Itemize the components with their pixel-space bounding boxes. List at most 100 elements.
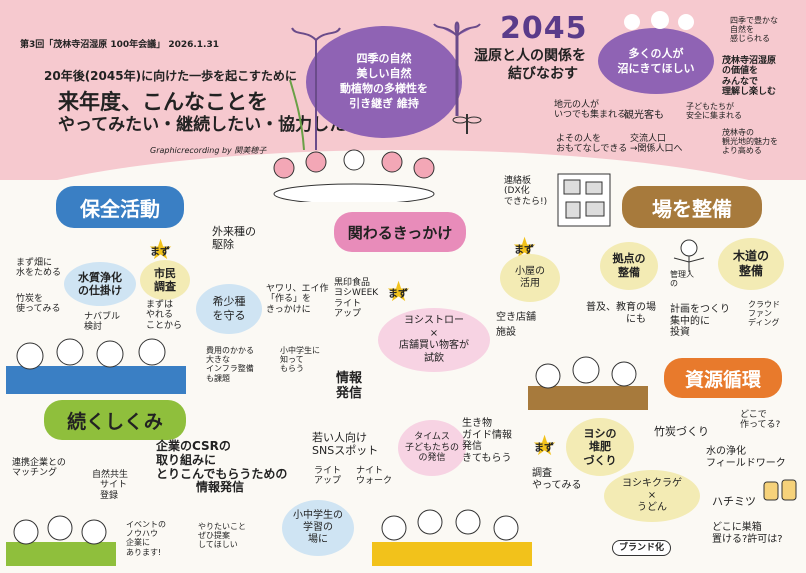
line: の仕掛け (78, 284, 122, 297)
line: ライト (314, 466, 342, 476)
line: 取り組みに (156, 452, 217, 467)
info-item-4: ナイト ウォーク (356, 466, 392, 487)
line: 自然共生 (92, 470, 129, 480)
main-title-2: やってみたい・継続したい・協力したい (58, 115, 364, 135)
line: ヨシストロー (404, 315, 464, 326)
bulletin-board-icon (557, 173, 611, 227)
vision-bubble-2: 多くの人が 沼にきてほしい (598, 28, 714, 94)
note-8: 交流人口 →関係人口へ (630, 134, 683, 155)
lead-text: 20年後(2045年)に向けた一歩を起こすために (44, 69, 297, 83)
star-icon: ★ (386, 275, 412, 308)
cons-item-2: 竹炭を 使ってみる (16, 294, 61, 315)
sys-item-3: 企業のCSRの 取り組みに とりこんでもらうための 情報発信 (156, 439, 288, 495)
res-item-9: ブランド化 (612, 540, 672, 557)
mazu-label: まず (388, 289, 408, 300)
line: アップ (334, 309, 362, 320)
line: 登録 (100, 490, 119, 501)
line: もらう (280, 364, 304, 374)
line: 整備 (738, 264, 763, 278)
line: 置ける?許可は? (712, 533, 783, 545)
line: してほしい (198, 540, 238, 550)
line: タイムス (414, 431, 450, 442)
line: ヨシWEEK (334, 288, 379, 299)
note-line: 交流人口 (630, 134, 667, 144)
note-5: 地元の人が いつでも集まれる (554, 100, 626, 121)
line: ナバブル (84, 312, 121, 322)
note-line: 理解し楽しむ (722, 87, 777, 98)
line: 作ってる? (740, 420, 781, 431)
note-line: 感じられる (730, 34, 770, 44)
line: 計画をつくり (670, 304, 730, 315)
sys-item-5: やりたいこと ぜひ提案 してほしい (198, 522, 246, 550)
line: きっかけに (266, 304, 311, 315)
line: 水質浄化 (78, 270, 122, 284)
line: 大きな (206, 355, 230, 365)
main-title-1: 来年度、こんなことを (58, 90, 268, 114)
line: まずは (146, 300, 174, 310)
slogan-line-1: 湿原と人の関係を (474, 48, 586, 64)
place-item-9: クラウド ファン ディング (748, 300, 780, 328)
line: 水をためる (16, 268, 62, 279)
line: クラウド (748, 300, 780, 309)
mazu-label: まず (150, 247, 170, 258)
line: 発信 (336, 385, 363, 401)
vision-line: 四季の自然 (356, 52, 412, 66)
line: 堆肥 (589, 440, 611, 454)
line: 使ってみる (16, 304, 61, 315)
line: 普及、教育の場 (586, 302, 656, 313)
line: イベントの (126, 520, 166, 529)
line: 店舗買い物客が (399, 340, 469, 351)
cons-item-7: 外来種の 駆除 (212, 225, 256, 251)
line: どこで (740, 410, 767, 420)
line: ナイト (356, 466, 384, 476)
line: 木道の (732, 249, 769, 263)
res-item-1: ヨシの 堆肥 づくり (566, 418, 634, 476)
note-1: 四季で豊かな 自然を 感じられる (730, 16, 778, 44)
line: ことから (146, 320, 183, 331)
opportunity-banner: 関わるきっかけ (334, 212, 466, 252)
line: 調査 (154, 280, 176, 293)
star-icon: ★ (148, 233, 174, 266)
note-7: よその人を おもてなしできる (556, 134, 627, 155)
note-line: より高める (722, 146, 762, 156)
line: 整備 (618, 266, 640, 279)
conservation-banner: 保全活動 (56, 186, 184, 228)
line: ウォーク (356, 476, 393, 487)
note-3: 子どもたちが 安全に集まれる (686, 102, 742, 120)
line: やってみる (532, 479, 582, 491)
note-line: 観光地的魅力を (722, 137, 778, 147)
mazu-label: まず (534, 443, 554, 454)
line: 集中的に (670, 315, 710, 327)
place-item-8: 計画をつくり 集中的に 投資 (670, 304, 730, 339)
vision-line: 美しい自然 (356, 67, 412, 81)
line: フィールドワーク (706, 457, 786, 469)
line: 費用のかかる (206, 346, 254, 355)
res-item-5: 調査 やってみる (532, 468, 582, 491)
line: 企業に (126, 538, 150, 548)
line: SNSスポット (312, 443, 379, 457)
vision-line: 引き継ぎ 維持 (349, 96, 419, 110)
place-banner: 場を整備 (622, 186, 762, 228)
res-item-7: ハチミツ (712, 495, 756, 508)
cons-item-4: ナバブル 検討 (84, 312, 120, 333)
line: マッチング (12, 468, 58, 479)
info-item-6: 生き物 ガイド情報 発信 きてもらう (462, 418, 512, 464)
line: できたら!) (504, 196, 548, 207)
note-6: 観光客も (624, 110, 664, 121)
note-line: 子どもたちが (686, 102, 734, 111)
line: 企業のCSRの (156, 439, 231, 453)
line: とりこんでもらうための (156, 466, 288, 481)
line: 拠点の (612, 252, 646, 266)
sys-item-4: イベントの ノウハウ 企業に あります! (126, 520, 166, 557)
note-line: 自然を (730, 25, 754, 35)
line: ヨシキクラゲ (622, 478, 682, 489)
line: 若い人向け (312, 431, 367, 444)
line: ライト (334, 298, 362, 309)
line: 投資 (670, 327, 690, 338)
line: 希少種 (212, 295, 246, 309)
line: 空き店舗 (496, 312, 536, 323)
note-line: よその人を (556, 134, 602, 144)
line: にも (626, 313, 646, 325)
note-line: の価値を (722, 66, 759, 77)
note-line: 茂林寺沼湿原 (722, 56, 777, 66)
